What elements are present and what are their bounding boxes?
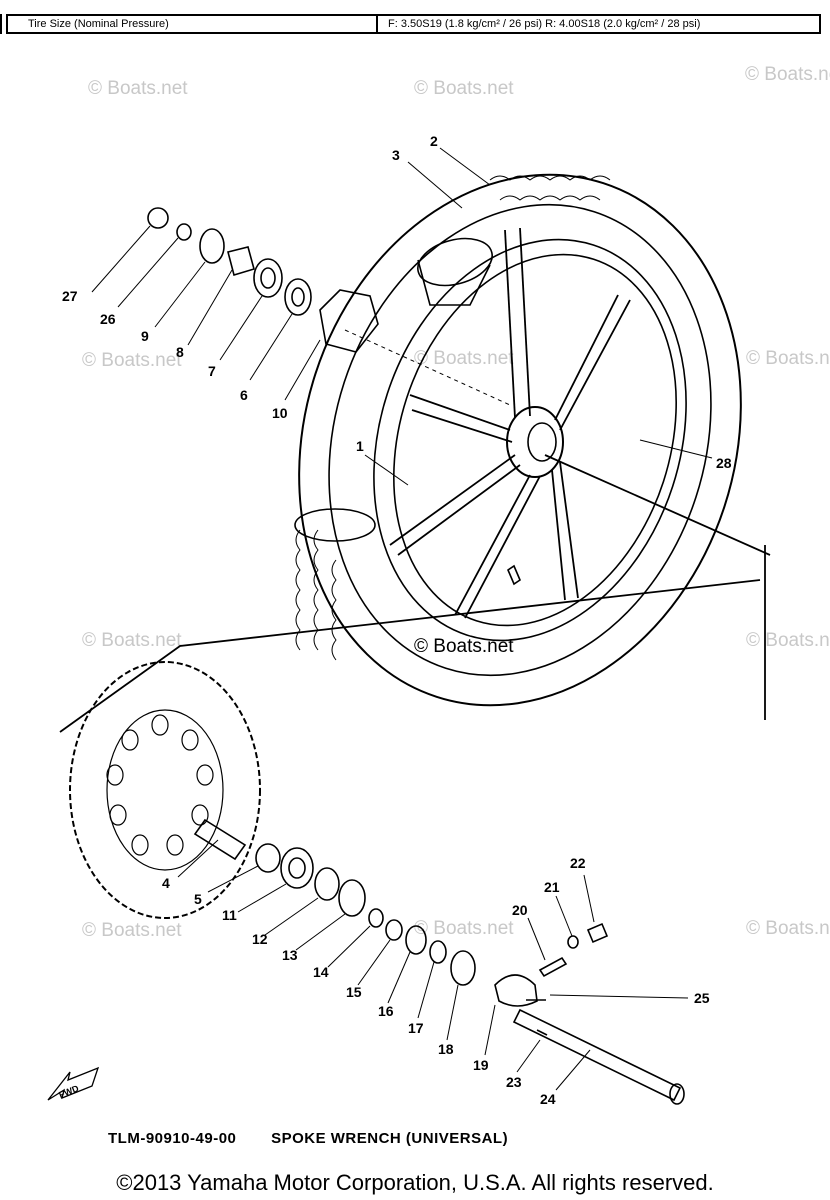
callout-24: 24 (540, 1091, 556, 1107)
callout-7: 7 (208, 363, 216, 379)
seal-13 (338, 879, 366, 917)
watermark: © Boats.net (414, 918, 514, 939)
callout-3: 3 (392, 147, 400, 163)
callout-20: 20 (512, 902, 528, 918)
watermark: © Boats.net (414, 78, 514, 99)
callout-18: 18 (438, 1041, 454, 1057)
copyright-notice: ©2013 Yamaha Motor Corporation, U.S.A. A… (116, 1170, 714, 1195)
spacer-8 (227, 246, 255, 277)
callout-15: 15 (346, 984, 362, 1000)
center-watermark: © Boats.net (414, 636, 514, 657)
callout-numbers: 1 2 3 4 5 6 7 8 9 10 11 12 13 14 15 16 1… (57, 133, 731, 1107)
washer-21 (567, 935, 579, 949)
tire-spec-value: F: 3.50S19 (1.8 kg/cm² / 26 psi) R: 4.00… (388, 18, 701, 30)
watermark: © Boats.net (82, 630, 182, 651)
callout-9: 9 (141, 328, 149, 344)
callout-19: 19 (473, 1057, 489, 1073)
watermark: © Boats.net (88, 78, 188, 99)
callout-4: 4 (162, 875, 170, 891)
hub-parts-upper (147, 207, 511, 406)
gear-20 (538, 956, 568, 978)
callout-23: 23 (506, 1074, 522, 1090)
tool-name: SPOKE WRENCH (UNIVERSAL) (271, 1130, 509, 1147)
callout-27: 27 (62, 288, 78, 304)
fwd-label: FWD (57, 1083, 80, 1100)
axle-4 (193, 818, 247, 861)
callout-26: 26 (100, 311, 116, 327)
callout-5: 5 (194, 891, 202, 907)
tire-spec-bar: Tire Size (Nominal Pressure) F: 3.50S19 … (6, 14, 821, 34)
bearing-5 (255, 843, 281, 873)
callout-2: 2 (430, 133, 438, 149)
special-tool-note: TLM-90910-49-00 SPOKE WRENCH (UNIVERSAL) (108, 1130, 538, 1147)
seal-18 (450, 950, 476, 986)
watermark: © Boats.net (746, 630, 830, 651)
watermark: © Boats.net (745, 64, 830, 85)
washer-12 (314, 867, 340, 901)
watermark: © Boats.net (746, 918, 830, 939)
bearing-11 (280, 847, 314, 889)
fwd-arrow-icon (47, 1066, 100, 1101)
callout-16: 16 (378, 1003, 394, 1019)
watermark: © Boats.net (82, 920, 182, 941)
bushing-22 (586, 922, 609, 944)
washer-17 (429, 940, 447, 964)
watermark: © Boats.net (746, 348, 830, 369)
callout-14: 14 (313, 964, 329, 980)
callout-28: 28 (716, 455, 732, 471)
axle-parts-lower (193, 818, 685, 1105)
callout-1: 1 (356, 438, 364, 454)
nut-27 (147, 207, 169, 229)
watermark: © Boats.net (414, 348, 514, 369)
callout-21: 21 (544, 879, 560, 895)
callout-8: 8 (176, 344, 184, 360)
wheel-spokes (389, 227, 631, 619)
callout-6: 6 (240, 387, 248, 403)
flange-10 (319, 289, 379, 353)
callout-11: 11 (222, 907, 237, 923)
watermark: © Boats.net (82, 350, 182, 371)
callout-25: 25 (694, 990, 710, 1006)
gear-16 (405, 925, 427, 955)
axle-24 (512, 1008, 682, 1102)
tire-spec-label: Tire Size (Nominal Pressure) (8, 16, 378, 32)
callout-12: 12 (252, 931, 268, 947)
bearing-6 (284, 278, 312, 316)
leader-lines (91, 147, 713, 1091)
seal-9 (199, 228, 225, 264)
callout-10: 10 (272, 405, 288, 421)
gear-housing-19 (494, 974, 538, 1007)
callout-22: 22 (570, 855, 586, 871)
tool-part-number: TLM-90910-49-00 (108, 1130, 237, 1147)
ring-14 (368, 908, 384, 928)
pin-23 (536, 1029, 548, 1036)
wheel-assembly (294, 173, 742, 707)
ring-15 (385, 919, 403, 941)
callout-13: 13 (282, 947, 298, 963)
bearing-7 (253, 258, 283, 298)
spec-bar-edge (0, 14, 6, 34)
washer-26 (176, 223, 192, 241)
callout-17: 17 (408, 1020, 424, 1036)
brake-disc (59, 454, 771, 919)
